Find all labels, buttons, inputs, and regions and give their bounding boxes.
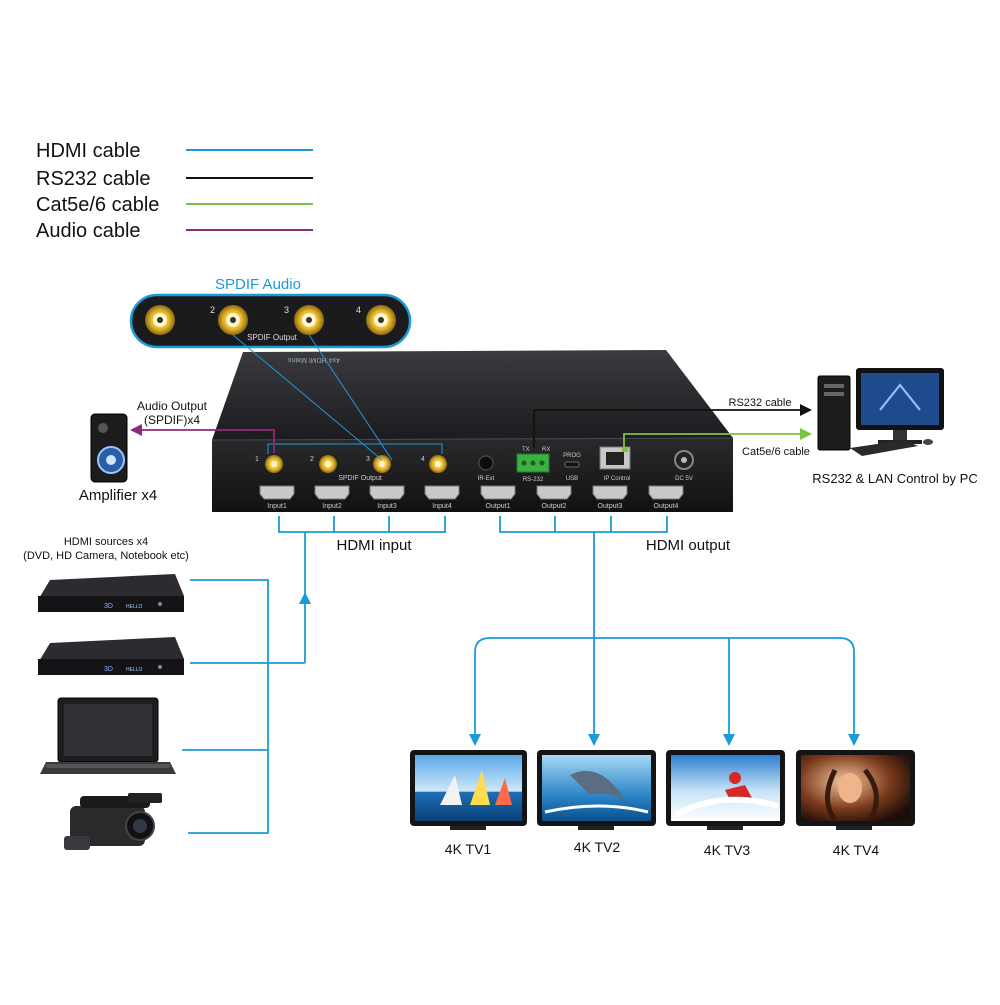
legend-label-rs232: RS232 cable [36,168,151,190]
device-spdif-number-3: 3 [366,456,370,463]
cat5-cable-label: Cat5e/6 cable [742,446,810,458]
device-input-label-2: Input2 [322,503,342,510]
device-spdif-ports: 1 2 3 4 SPDIF Output [255,455,447,482]
device-hdmi-output-2 [536,485,572,500]
device-usb-port [564,461,580,468]
device-ir-label: IR-Ext [478,476,495,482]
spdif-callout-panel [129,293,412,349]
spdif-callout-number-4: 4 [356,305,361,315]
spdif-callout-caption: SPDIF Output [247,333,298,342]
device-spdif-label: SPDIF Output [338,475,382,482]
legend-label-audio: Audio cable [36,220,141,242]
device-output-label-3: Output3 [598,503,623,510]
spdif-callout-port-2 [218,305,248,335]
device-ir-jack [478,455,494,471]
hdmi-input-label: HDMI input [336,537,412,554]
tv-3-label: 4K TV3 [704,842,751,858]
cat5-cable-line [623,428,812,448]
hdmi-input-wiring [182,516,446,834]
device-hdmi-input-4 [424,485,460,500]
device-usb-label: USB [566,476,578,482]
legend-label-cat5: Cat5e/6 cable [36,194,159,216]
cable-legend: HDMI cable RS232 cable Cat5e/6 cable Aud… [36,140,313,242]
dvd-player-2-display: HELLO [126,667,143,673]
tv-4-label: 4K TV4 [833,842,880,858]
device-spdif-number-2: 2 [310,456,314,463]
hdmi-output-wiring [469,516,860,746]
device-top-label: 4x4 HDMI Matrix [287,356,340,363]
notebook-icon [40,697,176,774]
dvd-player-2: 3D HELLO [38,637,184,675]
device-rs232-rx: RX [542,447,550,453]
tv-1: 4K TV1 [410,750,527,857]
spdif-callout-number-3: 3 [284,305,289,315]
legend-label-hdmi: HDMI cable [36,140,140,162]
tv-2: 4K TV2 [537,750,656,855]
device-output-label-2: Output2 [542,503,567,510]
dvd-player-2-3d: 3D [104,666,113,673]
dvd-player-1: 3D HELLO [38,574,184,612]
amplifier-speaker: Amplifier x4 [79,413,157,504]
spdif-callout-port-3 [294,305,324,335]
tv-3: 4K TV3 [666,750,785,858]
audio-output-connection: Audio Output (SPDIF)x4 [130,399,275,453]
pc-control-wiring: RS232 cable Cat5e/6 cable [533,397,812,458]
audio-output-label-line1: Audio Output [137,399,208,413]
dvd-player-1-display: HELLO [126,604,143,610]
tv-2-label: 4K TV2 [574,839,621,855]
device-hdmi-output-4 [648,485,684,500]
device-output-label-1: Output1 [486,503,511,510]
device-input-label-1: Input1 [267,503,287,510]
device-top-panel [212,350,733,440]
hdmi-sources: HDMI sources x4 (DVD, HD Camera, Noteboo… [23,536,189,850]
pc-computer: RS232 & LAN Control by PC [812,368,978,486]
pc-control-label: RS232 & LAN Control by PC [812,471,977,486]
hdmi-matrix-device: 4x4 HDMI Matrix 1 2 3 4 SPDIF Output IR-… [211,350,734,512]
device-hdmi-ports: Input1 Input2 Input3 Input4 Output1 Outp… [259,485,684,510]
device-input-label-4: Input4 [432,503,452,510]
hd-camera-icon [64,793,162,850]
hdmi-sources-label-line1: HDMI sources x4 [64,536,148,548]
hdmi-sources-label-line2: (DVD, HD Camera, Notebook etc) [23,550,189,562]
tv-4: 4K TV4 [796,750,915,858]
device-hdmi-input-2 [314,485,350,500]
device-spdif-number-4: 4 [421,456,425,463]
hdmi-output-label: HDMI output [646,537,731,554]
rs232-cable-line [533,404,812,448]
pc-keyboard-icon [850,440,918,456]
device-front-panel [212,438,733,512]
spdif-callout-number-2: 2 [210,305,215,315]
spdif-callout: SPDIF Audio 2 3 4 SPDIF Output [129,276,412,349]
device-hdmi-input-1 [259,485,295,500]
device-output-label-4: Output4 [654,503,679,510]
audio-output-label-line2: (SPDIF)x4 [144,413,200,427]
device-hdmi-input-3 [369,485,405,500]
device-rs232-label: RS-232 [523,477,544,483]
device-rs232-tx: TX [522,447,530,453]
audio-cable-line [130,424,275,453]
device-dc-label: DC 5V [675,476,693,482]
device-hdmi-output-3 [592,485,628,500]
tv-1-label: 4K TV1 [445,841,492,857]
dvd-player-1-3d: 3D [104,603,113,610]
device-input-label-3: Input3 [377,503,397,510]
device-ip-label: IP Control [604,476,631,482]
device-hdmi-output-1 [480,485,516,500]
spdif-callout-title: SPDIF Audio [215,276,301,293]
spdif-callout-port-4 [366,305,396,335]
spdif-callout-port-1 [145,305,175,335]
pc-mouse-icon [923,439,933,445]
device-spdif-number-1: 1 [255,456,259,463]
spdif-callout-leaders [232,334,443,461]
amplifier-label: Amplifier x4 [79,487,157,504]
device-prog-label: PROG [563,453,581,459]
rs232-cable-label: RS232 cable [729,397,792,409]
